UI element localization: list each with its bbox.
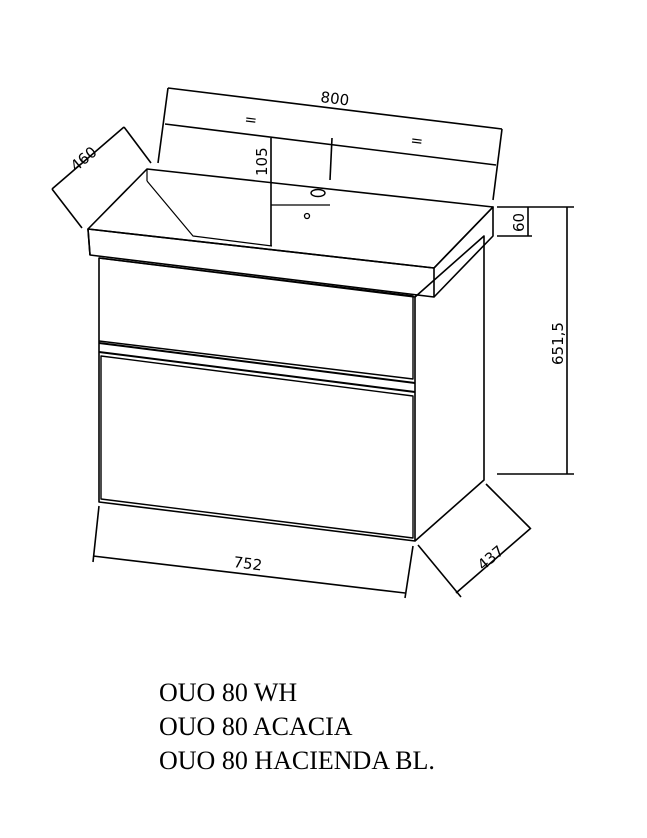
model-name: OUO 80 HACIENDA BL. <box>159 746 435 775</box>
dim-depth-top: 460 <box>67 143 101 175</box>
dim-cabinet-width: 752 <box>233 553 264 574</box>
handle-groove <box>98 342 416 393</box>
dimension-lines <box>51 87 574 599</box>
upper-drawer <box>98 257 414 380</box>
basin-top <box>87 168 494 298</box>
dim-top-thickness: 60 <box>510 213 528 232</box>
dim-centered-right: = <box>410 131 425 150</box>
dim-height: 651,5 <box>549 322 567 365</box>
dim-centered-left: = <box>244 110 259 129</box>
cabinet <box>98 235 485 542</box>
model-name: OUO 80 WH <box>159 678 298 707</box>
dim-cabinet-depth: 437 <box>474 542 508 574</box>
dim-overall-width: 800 <box>320 88 351 109</box>
model-list: OUO 80 WH OUO 80 ACACIA OUO 80 HACIENDA … <box>159 676 435 778</box>
model-name: OUO 80 ACACIA <box>159 712 353 741</box>
lower-drawer <box>100 355 414 539</box>
dim-tap-hole-offset: 105 <box>253 147 271 176</box>
